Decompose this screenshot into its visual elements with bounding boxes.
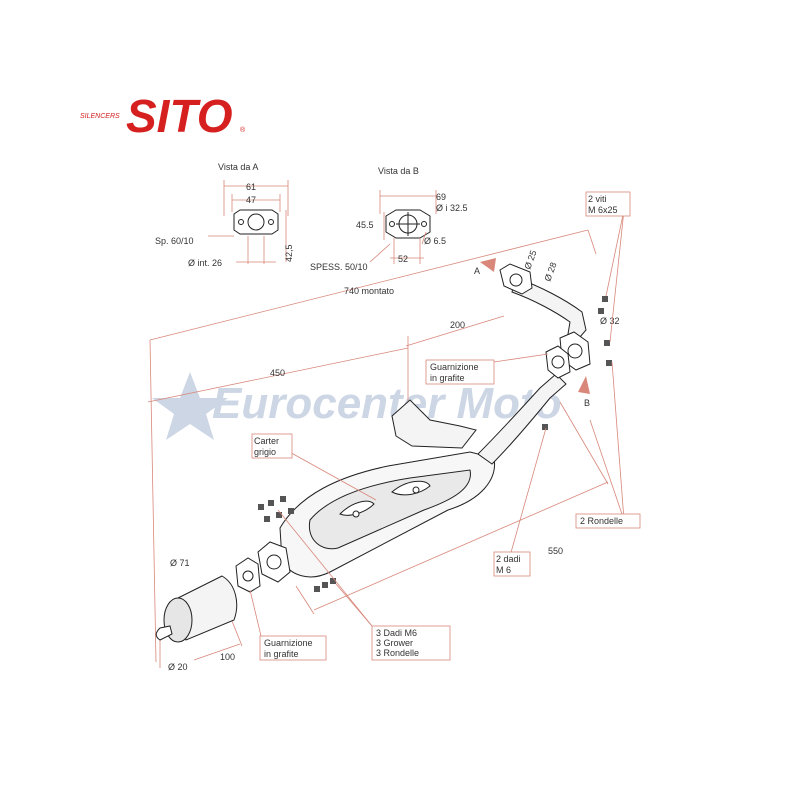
view-a-dim-61: 61 — [246, 182, 256, 192]
sito-logo: SILENCERS SITO ® — [80, 90, 246, 142]
view-b-dim-thickness: SPESS. 50/10 — [310, 262, 368, 272]
marker-a-label: A — [474, 266, 480, 276]
callout-nuts-2-line1: 2 dadi — [496, 554, 521, 564]
callouts: 2 viti M 6x25 Guarnizione in grafite Car… — [249, 191, 641, 661]
flange-b — [545, 331, 591, 379]
callout-carter-line1: Carter — [254, 436, 279, 446]
view-b-dim-hole: Ø 6.5 — [424, 236, 446, 246]
dim-200-label: 200 — [450, 320, 465, 330]
callout-gasket-top-line1: Guarnizione — [430, 362, 479, 372]
view-b-title: Vista da B — [378, 166, 419, 176]
callout-gasket-bottom-line1: Guarnizione — [264, 638, 313, 648]
dim-550-label: 550 — [548, 546, 563, 556]
dim-28-label: Ø 28 — [542, 261, 558, 283]
header-pipe — [477, 373, 567, 465]
watermark-text: Eurocenter Moto — [212, 379, 562, 428]
logo-small-text: SILENCERS — [80, 113, 120, 120]
callout-hardware-3-line2: 3 Grower — [376, 638, 413, 648]
view-b-dim-inner-dia: Ø i 32.5 — [436, 203, 468, 213]
view-b-flange — [385, 209, 431, 239]
view-a-flange — [233, 209, 279, 235]
dim-100-label: 100 — [220, 652, 235, 662]
dim-32-label: Ø 32 — [600, 316, 620, 326]
callout-screws-line2: M 6x25 — [588, 205, 618, 215]
dimension-lines: 740 montato 200 450 Ø 71 550 100 Ø 20 Ø … — [147, 229, 620, 672]
callout-gasket-top-line2: in grafite — [430, 373, 465, 383]
view-b-dim-45-5: 45.5 — [356, 220, 374, 230]
rear-flange — [235, 541, 291, 593]
view-a: Vista da A 61 47 Sp. 60/10 42,5 Ø int. 2… — [155, 162, 294, 268]
end-can — [155, 575, 238, 643]
view-a-dim-47: 47 — [246, 195, 256, 205]
hardware-icons — [258, 296, 612, 592]
dim-450-label: 450 — [270, 368, 285, 378]
callout-nuts-2-line2: M 6 — [496, 565, 511, 575]
watermark-star-icon — [152, 372, 228, 440]
dim-740-label: 740 montato — [344, 286, 394, 296]
flange-a — [499, 263, 533, 295]
dim-71-label: Ø 71 — [170, 558, 190, 568]
logo-registered-mark: ® — [240, 126, 246, 134]
dim-25-label: Ø 25 — [522, 249, 538, 271]
callout-carter-line2: grigio — [254, 447, 276, 457]
callout-hardware-3-line3: 3 Rondelle — [376, 648, 419, 658]
view-a-dim-42-5: 42,5 — [284, 244, 294, 262]
callout-hardware-3-line1: 3 Dadi M6 — [376, 628, 417, 638]
callout-washers-2: 2 Rondelle — [580, 516, 623, 526]
marker-a-icon — [480, 258, 496, 272]
callout-gasket-bottom-line2: in grafite — [264, 649, 299, 659]
watermark: Eurocenter Moto — [152, 372, 562, 440]
callout-screws-line1: 2 viti — [588, 194, 607, 204]
marker-b-icon — [578, 376, 590, 394]
marker-b-label: B — [584, 398, 590, 408]
dim-20-label: Ø 20 — [168, 662, 188, 672]
view-b: Vista da B 69 Ø i 32.5 45.5 Ø 6.5 52 SPE… — [310, 166, 468, 272]
exhaust-assembly: A B — [155, 258, 612, 643]
logo-brand: SITO — [126, 90, 233, 142]
view-a-dim-inner-dia: Ø int. 26 — [188, 258, 222, 268]
view-b-dim-52: 52 — [398, 254, 408, 264]
carter-guard — [391, 399, 477, 449]
view-a-title: Vista da A — [218, 162, 258, 172]
carter-plate — [308, 469, 471, 550]
view-b-dim-69: 69 — [436, 192, 446, 202]
view-a-dim-thickness: Sp. 60/10 — [155, 236, 194, 246]
